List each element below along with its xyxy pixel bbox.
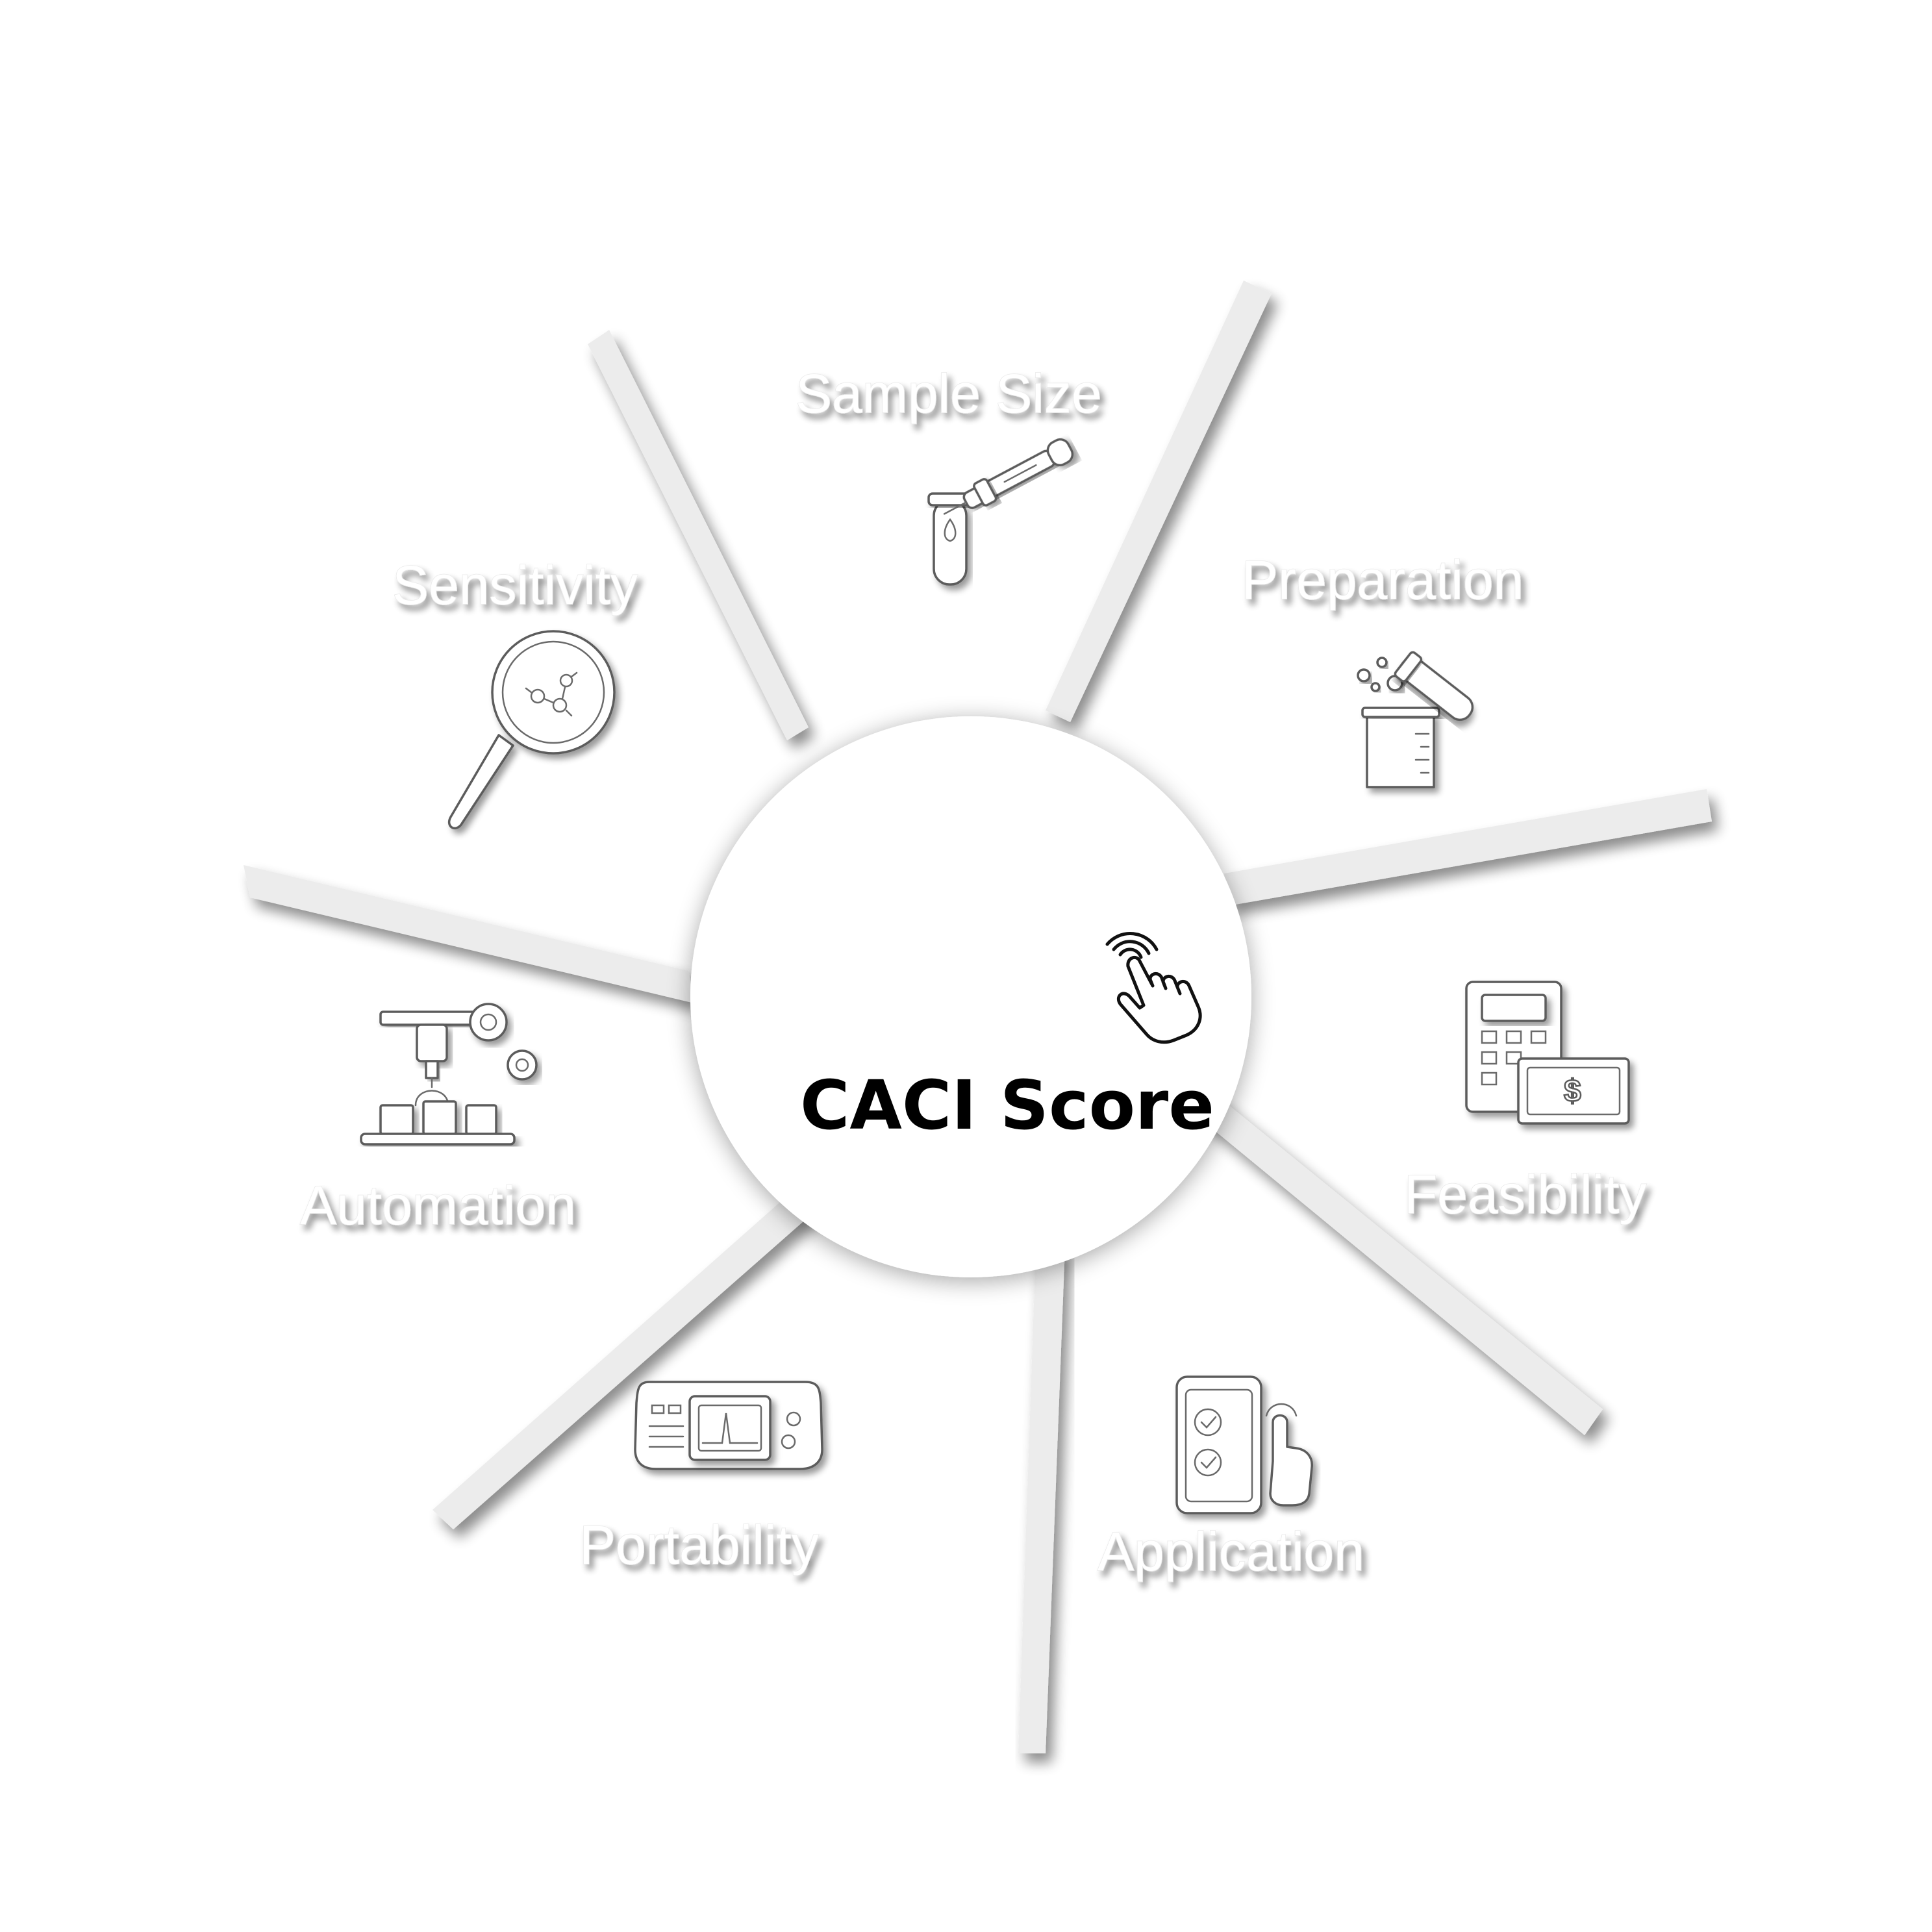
segment-label-feasibility: Feasibility <box>1404 1164 1646 1225</box>
calculator-money-icon: $ <box>1465 981 1630 1125</box>
dollar-sign: $ <box>1564 1074 1581 1109</box>
segment-portability[interactable]: Portability <box>579 1381 823 1576</box>
center-title: CACI Score <box>800 1066 1214 1145</box>
segment-label-sample-size: Sample Size <box>796 363 1102 424</box>
test-tube-dropper-icon <box>927 438 1074 586</box>
segment-label-sensitivity: Sensitivity <box>392 555 638 616</box>
segment-automation[interactable]: Automation <box>299 1003 577 1236</box>
robotic-arm-gears-icon <box>360 1003 538 1146</box>
divider-bar-right <box>1224 789 1712 906</box>
segment-application[interactable]: Application <box>1097 1375 1365 1583</box>
segment-preparation[interactable]: Preparation <box>1241 549 1524 788</box>
center-circle[interactable] <box>690 716 1251 1277</box>
divider-bar-top-left <box>588 330 809 740</box>
segment-feasibility[interactable]: Feasibility $ <box>1403 981 1647 1225</box>
magnifier-molecule-icon <box>447 630 616 829</box>
divider-bar-lower-left <box>433 1188 815 1529</box>
segment-sensitivity[interactable]: Sensitivity <box>392 554 638 829</box>
smartphone-checklist-icon <box>1175 1375 1313 1514</box>
segment-label-application: Application <box>1098 1521 1364 1582</box>
beaker-test-tube-icon <box>1357 651 1474 788</box>
divider-bar-lower-right <box>1198 1096 1603 1435</box>
divider-bars <box>244 281 1712 1753</box>
segment-label-preparation: Preparation <box>1242 549 1524 610</box>
portable-device-icon <box>634 1381 823 1470</box>
divider-bar-bottom <box>1018 1247 1065 1753</box>
divider-bar-left <box>244 865 695 1003</box>
segment-sample-size[interactable]: Sample Size <box>795 362 1102 586</box>
divider-bar-top-right <box>1046 281 1272 722</box>
pointer-hand-tap-icon[interactable] <box>1105 931 1202 1044</box>
segment-label-automation: Automation <box>300 1175 576 1236</box>
segment-label-portability: Portability <box>579 1514 819 1575</box>
